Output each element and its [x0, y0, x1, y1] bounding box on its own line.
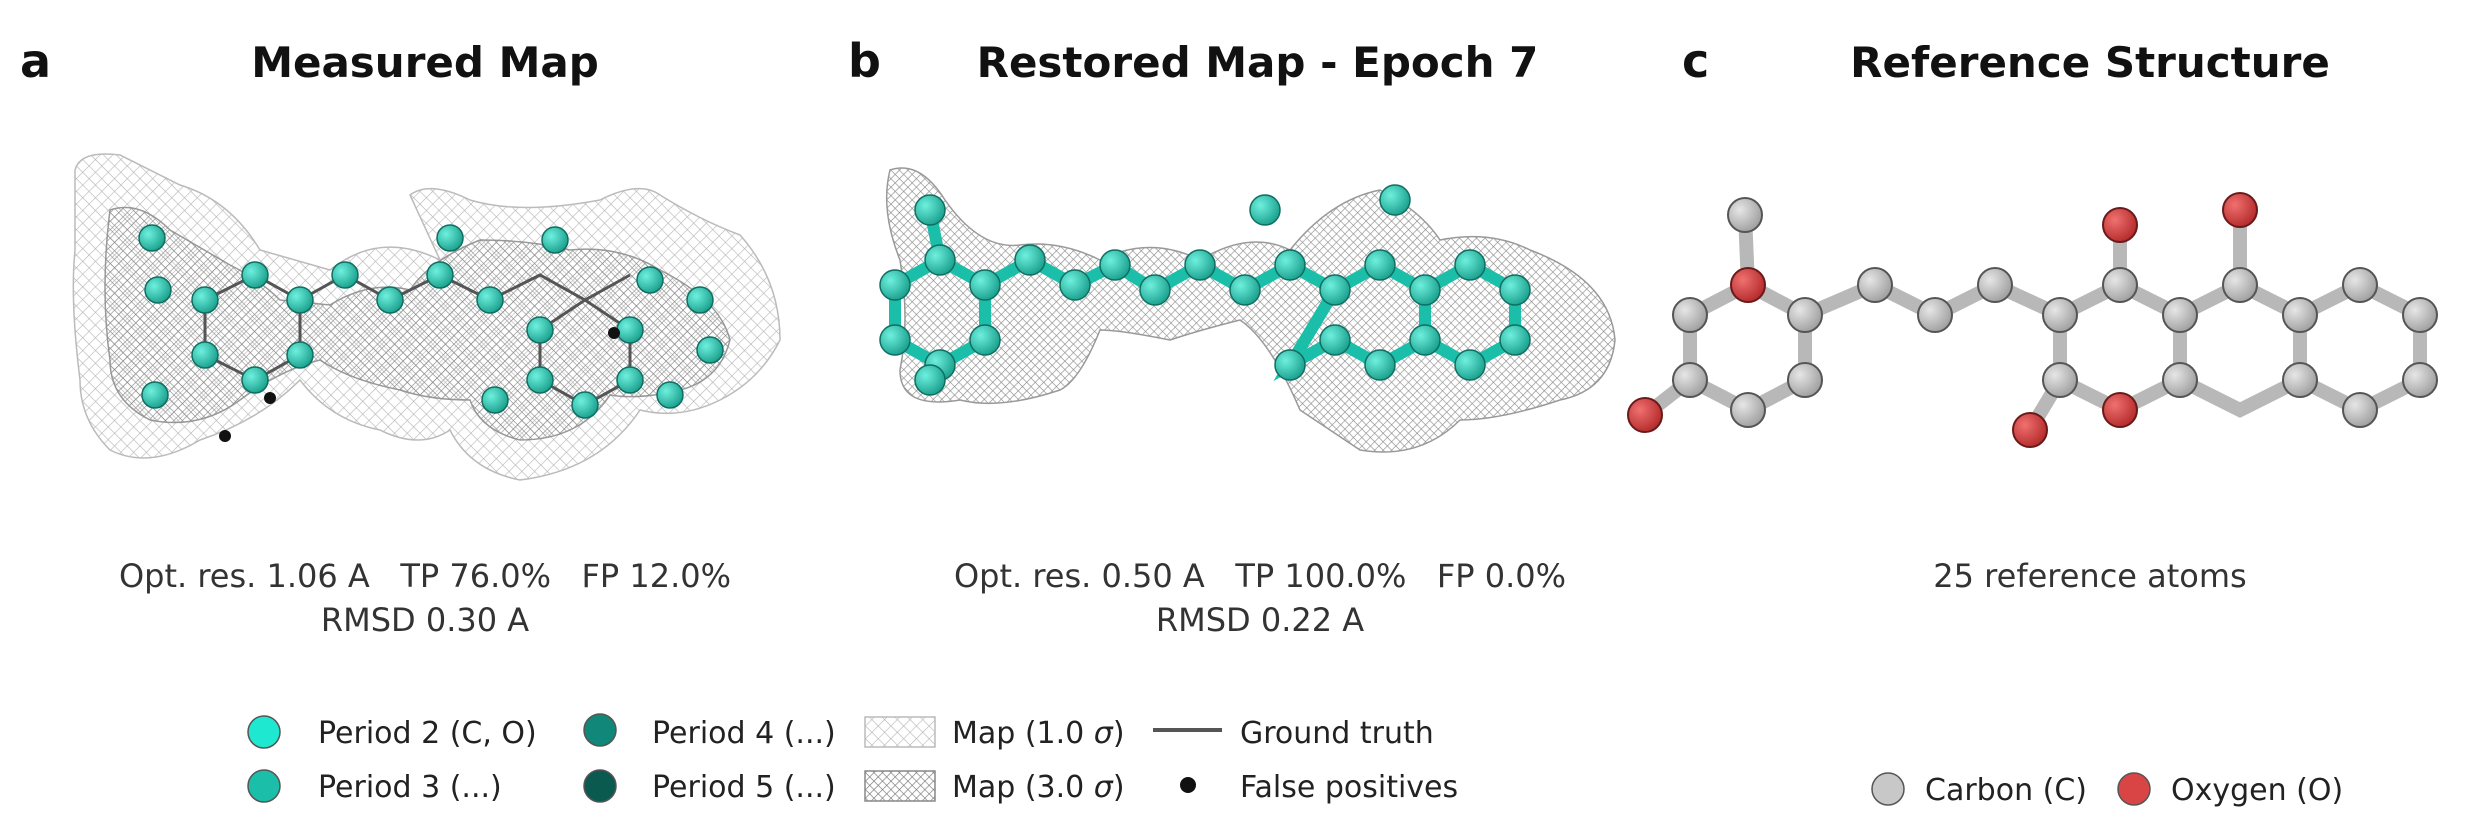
legend-map-high-label: Map (3.0 σ) — [952, 770, 1125, 805]
panel-c-letter: c — [1682, 34, 1710, 88]
legend-period3-label: Period 3 (...) — [318, 770, 502, 805]
legend-map-low-prefix: Map (1.0 — [952, 716, 1094, 751]
panel-b-mesh — [885, 167, 1616, 453]
panel-c-carbon-atoms — [1672, 197, 2438, 428]
panel-b-stats-line2: RMSD 0.22 A — [1155, 601, 1365, 639]
legend-carbon-marker — [1871, 772, 1905, 806]
legend-period2-marker — [247, 715, 281, 749]
legend-period5-marker — [583, 769, 617, 803]
panel-a-title: Measured Map — [251, 38, 599, 87]
panel-b-map — [879, 167, 1616, 453]
legend-map-low-swatch — [864, 716, 936, 748]
panel-b-title: Restored Map - Epoch 7 — [976, 38, 1539, 87]
panel-a-stats-line1: Opt. res. 1.06 A TP 76.0% FP 12.0% — [118, 557, 732, 595]
legend-map-high-sigma: σ — [1094, 770, 1114, 805]
legend-period4-marker — [583, 713, 617, 747]
legend-map-high-prefix: Map (3.0 — [952, 770, 1094, 805]
panel-b-stats-line1: Opt. res. 0.50 A TP 100.0% FP 0.0% — [953, 557, 1567, 595]
panel-b-stats: Opt. res. 0.50 A TP 100.0% FP 0.0% RMSD … — [890, 554, 1630, 642]
panel-a-stats: Opt. res. 1.06 A TP 76.0% FP 12.0% RMSD … — [60, 554, 790, 642]
legend-period3-marker — [247, 769, 281, 803]
panel-a-false-positives — [219, 327, 620, 442]
legend-period2-label: Period 2 (C, O) — [318, 716, 537, 751]
legend-oxygen-marker — [2117, 772, 2151, 806]
legend-right: Carbon (C) Oxygen (O) — [1871, 772, 2343, 808]
panel-a-atoms — [138, 224, 724, 419]
panel-c-title: Reference Structure — [1850, 38, 2330, 87]
panel-a-letter: a — [20, 34, 52, 88]
legend-period5-label: Period 5 (...) — [652, 770, 836, 805]
legend-map-low-close: ) — [1113, 716, 1125, 751]
legend-map-high-close: ) — [1113, 770, 1125, 805]
legend-map-low-label: Map (1.0 σ) — [952, 716, 1125, 751]
panel-b-letter: b — [848, 34, 881, 88]
legend-carbon-label: Carbon (C) — [1925, 773, 2087, 808]
panel-a-stats-line2: RMSD 0.30 A — [320, 601, 530, 639]
panel-c-oxygen-atoms — [1627, 192, 2258, 448]
panel-a-map — [72, 153, 781, 481]
legend-oxygen-label: Oxygen (O) — [2171, 773, 2343, 808]
panel-c-structure — [1627, 192, 2438, 448]
legend-map-low-sigma: σ — [1094, 716, 1114, 751]
legend-left: Period 2 (C, O) Period 3 (...) Period 4 … — [247, 713, 1458, 805]
legend-period4-label: Period 4 (...) — [652, 716, 836, 751]
legend-map-high-swatch — [864, 770, 936, 802]
panel-b-atoms — [879, 184, 1531, 396]
panel-c-stats: 25 reference atoms — [1800, 554, 2380, 598]
legend-ground-truth-label: Ground truth — [1240, 716, 1434, 751]
legend-false-positive-marker — [1180, 777, 1196, 793]
panel-c-stats-line1: 25 reference atoms — [1933, 557, 2247, 595]
legend-false-positives-label: False positives — [1240, 770, 1458, 805]
